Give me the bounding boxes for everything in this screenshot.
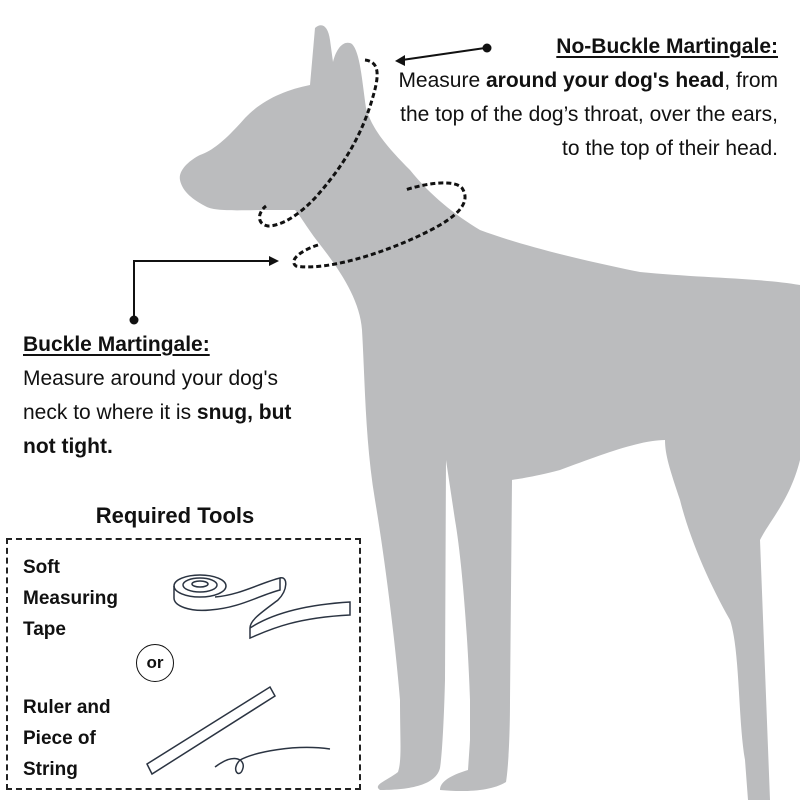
buckle-instructions: Measure around your dog's neck to where … bbox=[23, 362, 323, 464]
required-tools-box bbox=[6, 538, 361, 790]
no-buckle-emphasis: around your dog's head bbox=[485, 69, 725, 92]
no-buckle-text-rest: , from the top of the dog’s throat, over… bbox=[400, 69, 778, 160]
tool-soft-measuring-tape-label: Soft Measuring Tape bbox=[23, 557, 119, 640]
buckle-emphasis: snug, but not tight. bbox=[23, 401, 292, 458]
ruler-and-string-icon bbox=[146, 685, 331, 776]
no-buckle-heading: No-Buckle Martingale: bbox=[556, 35, 778, 58]
tool-ruler-string-label: Ruler and Piece of String bbox=[23, 697, 111, 780]
no-buckle-instructions: Measure around your dog's head, from the… bbox=[378, 64, 778, 166]
measuring-tape-icon bbox=[173, 574, 351, 640]
buckle-text: Measure around your dog's neck to where … bbox=[23, 367, 278, 424]
buckle-heading: Buckle Martingale: bbox=[23, 333, 210, 356]
no-buckle-martingale-callout: No-Buckle Martingale: Measure around you… bbox=[378, 30, 778, 166]
no-buckle-text: Measure bbox=[398, 69, 486, 92]
buckle-martingale-callout: Buckle Martingale: Measure around your d… bbox=[23, 328, 323, 464]
or-badge: or bbox=[136, 644, 174, 682]
required-tools-title: Required Tools bbox=[95, 503, 255, 528]
